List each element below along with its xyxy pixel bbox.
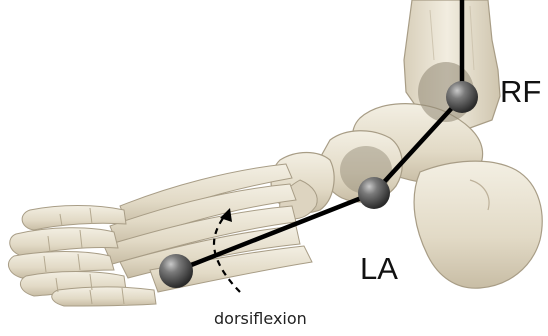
la-label: LA (360, 253, 398, 284)
la-joint-marker (358, 177, 390, 209)
calcaneus-bone (414, 161, 542, 288)
dorsiflexion-label: dorsiflexion (214, 311, 307, 327)
forefoot-joint-marker (159, 254, 193, 288)
rf-label: RF (500, 76, 541, 107)
rf-joint-marker (446, 81, 478, 113)
